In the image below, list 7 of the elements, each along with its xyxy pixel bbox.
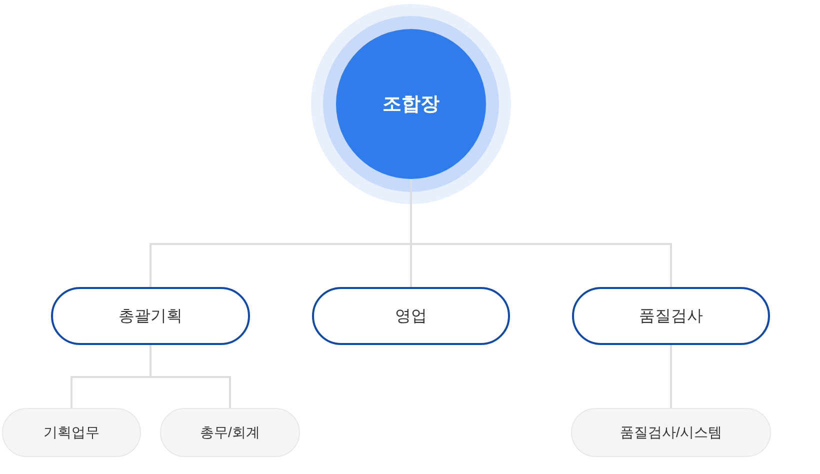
rounded-box: 총괄기획	[51, 287, 250, 345]
rounded-box: 기획업무	[2, 408, 141, 457]
rounded-box: 품질검사/시스템	[571, 408, 771, 457]
rounded-box: 총무/회계	[160, 408, 300, 457]
connector-line	[670, 345, 672, 408]
rounded-box: 품질검사	[572, 287, 770, 345]
rounded-box: 영업	[312, 287, 510, 345]
